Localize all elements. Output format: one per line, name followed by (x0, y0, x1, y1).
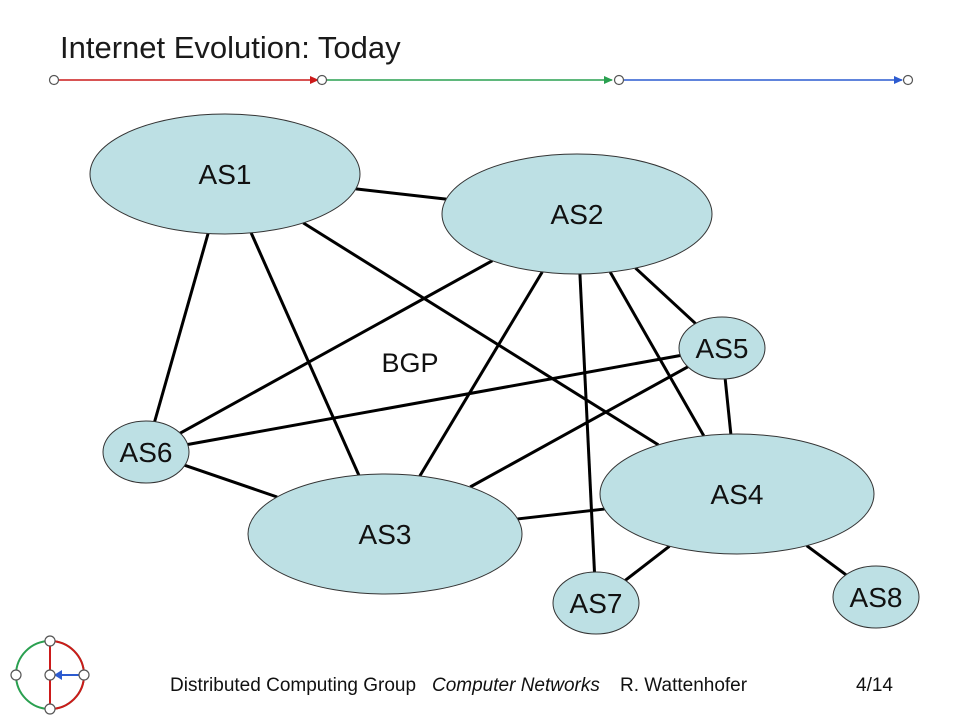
edge-as4-as7 (624, 545, 671, 582)
node-ellipse (441, 153, 713, 275)
node-ellipse (678, 316, 766, 380)
node-label: AS3 (359, 519, 412, 550)
footer-group: Distributed Computing Group (170, 675, 417, 696)
edge-as1-as2 (355, 187, 447, 201)
edge-as2-as4 (608, 271, 706, 437)
node-ellipse (102, 420, 190, 484)
node-as3: AS3 (247, 473, 523, 595)
header-bar-dot (48, 74, 60, 86)
edge-as5-as6 (187, 354, 681, 446)
footer-page-number: 4/14 (856, 675, 893, 696)
edge-as2-as3 (418, 271, 544, 477)
header-bar-dot (613, 74, 625, 86)
edge-as3-as4 (517, 507, 605, 521)
footer-course: Computer Networks (432, 675, 600, 696)
edge-as5-as4 (723, 378, 733, 435)
footer-author: R. Wattenhofer (620, 675, 748, 696)
node-label: AS4 (711, 479, 764, 510)
node-ellipse (247, 473, 523, 595)
edge-as6-as3 (184, 463, 278, 499)
node-label: AS6 (120, 437, 173, 468)
node-ellipse (599, 433, 875, 555)
edge-as1-as3 (249, 232, 361, 476)
node-as6: AS6 (102, 420, 190, 484)
node-as1: AS1 (89, 113, 361, 235)
slide-title: Internet Evolution: Today (60, 30, 401, 65)
node-ellipse (89, 113, 361, 235)
header-bar-dot (316, 74, 328, 86)
node-label: AS2 (551, 199, 604, 230)
header-progress-bar (48, 74, 914, 86)
edge-as2-as5 (634, 266, 697, 325)
edge-as1-as6 (153, 233, 210, 423)
node-as8: AS8 (832, 565, 920, 629)
edge-as1-as4 (302, 221, 660, 447)
dcg-logo (10, 635, 90, 715)
edge-as5-as3 (469, 365, 689, 489)
bgp-label: BGP (381, 348, 438, 378)
node-as5: AS5 (678, 316, 766, 380)
header-bar-dot (902, 74, 914, 86)
node-label: AS7 (570, 588, 623, 619)
node-label: AS1 (199, 159, 252, 190)
node-ellipse (832, 565, 920, 629)
node-as4: AS4 (599, 433, 875, 555)
node-as2: AS2 (441, 153, 713, 275)
edge-as4-as8 (805, 544, 847, 576)
edge-as2-as6 (179, 259, 494, 435)
network-edges (153, 187, 847, 582)
node-label: AS8 (850, 582, 903, 613)
node-ellipse (552, 571, 640, 635)
node-as7: AS7 (552, 571, 640, 635)
node-label: AS5 (696, 333, 749, 364)
